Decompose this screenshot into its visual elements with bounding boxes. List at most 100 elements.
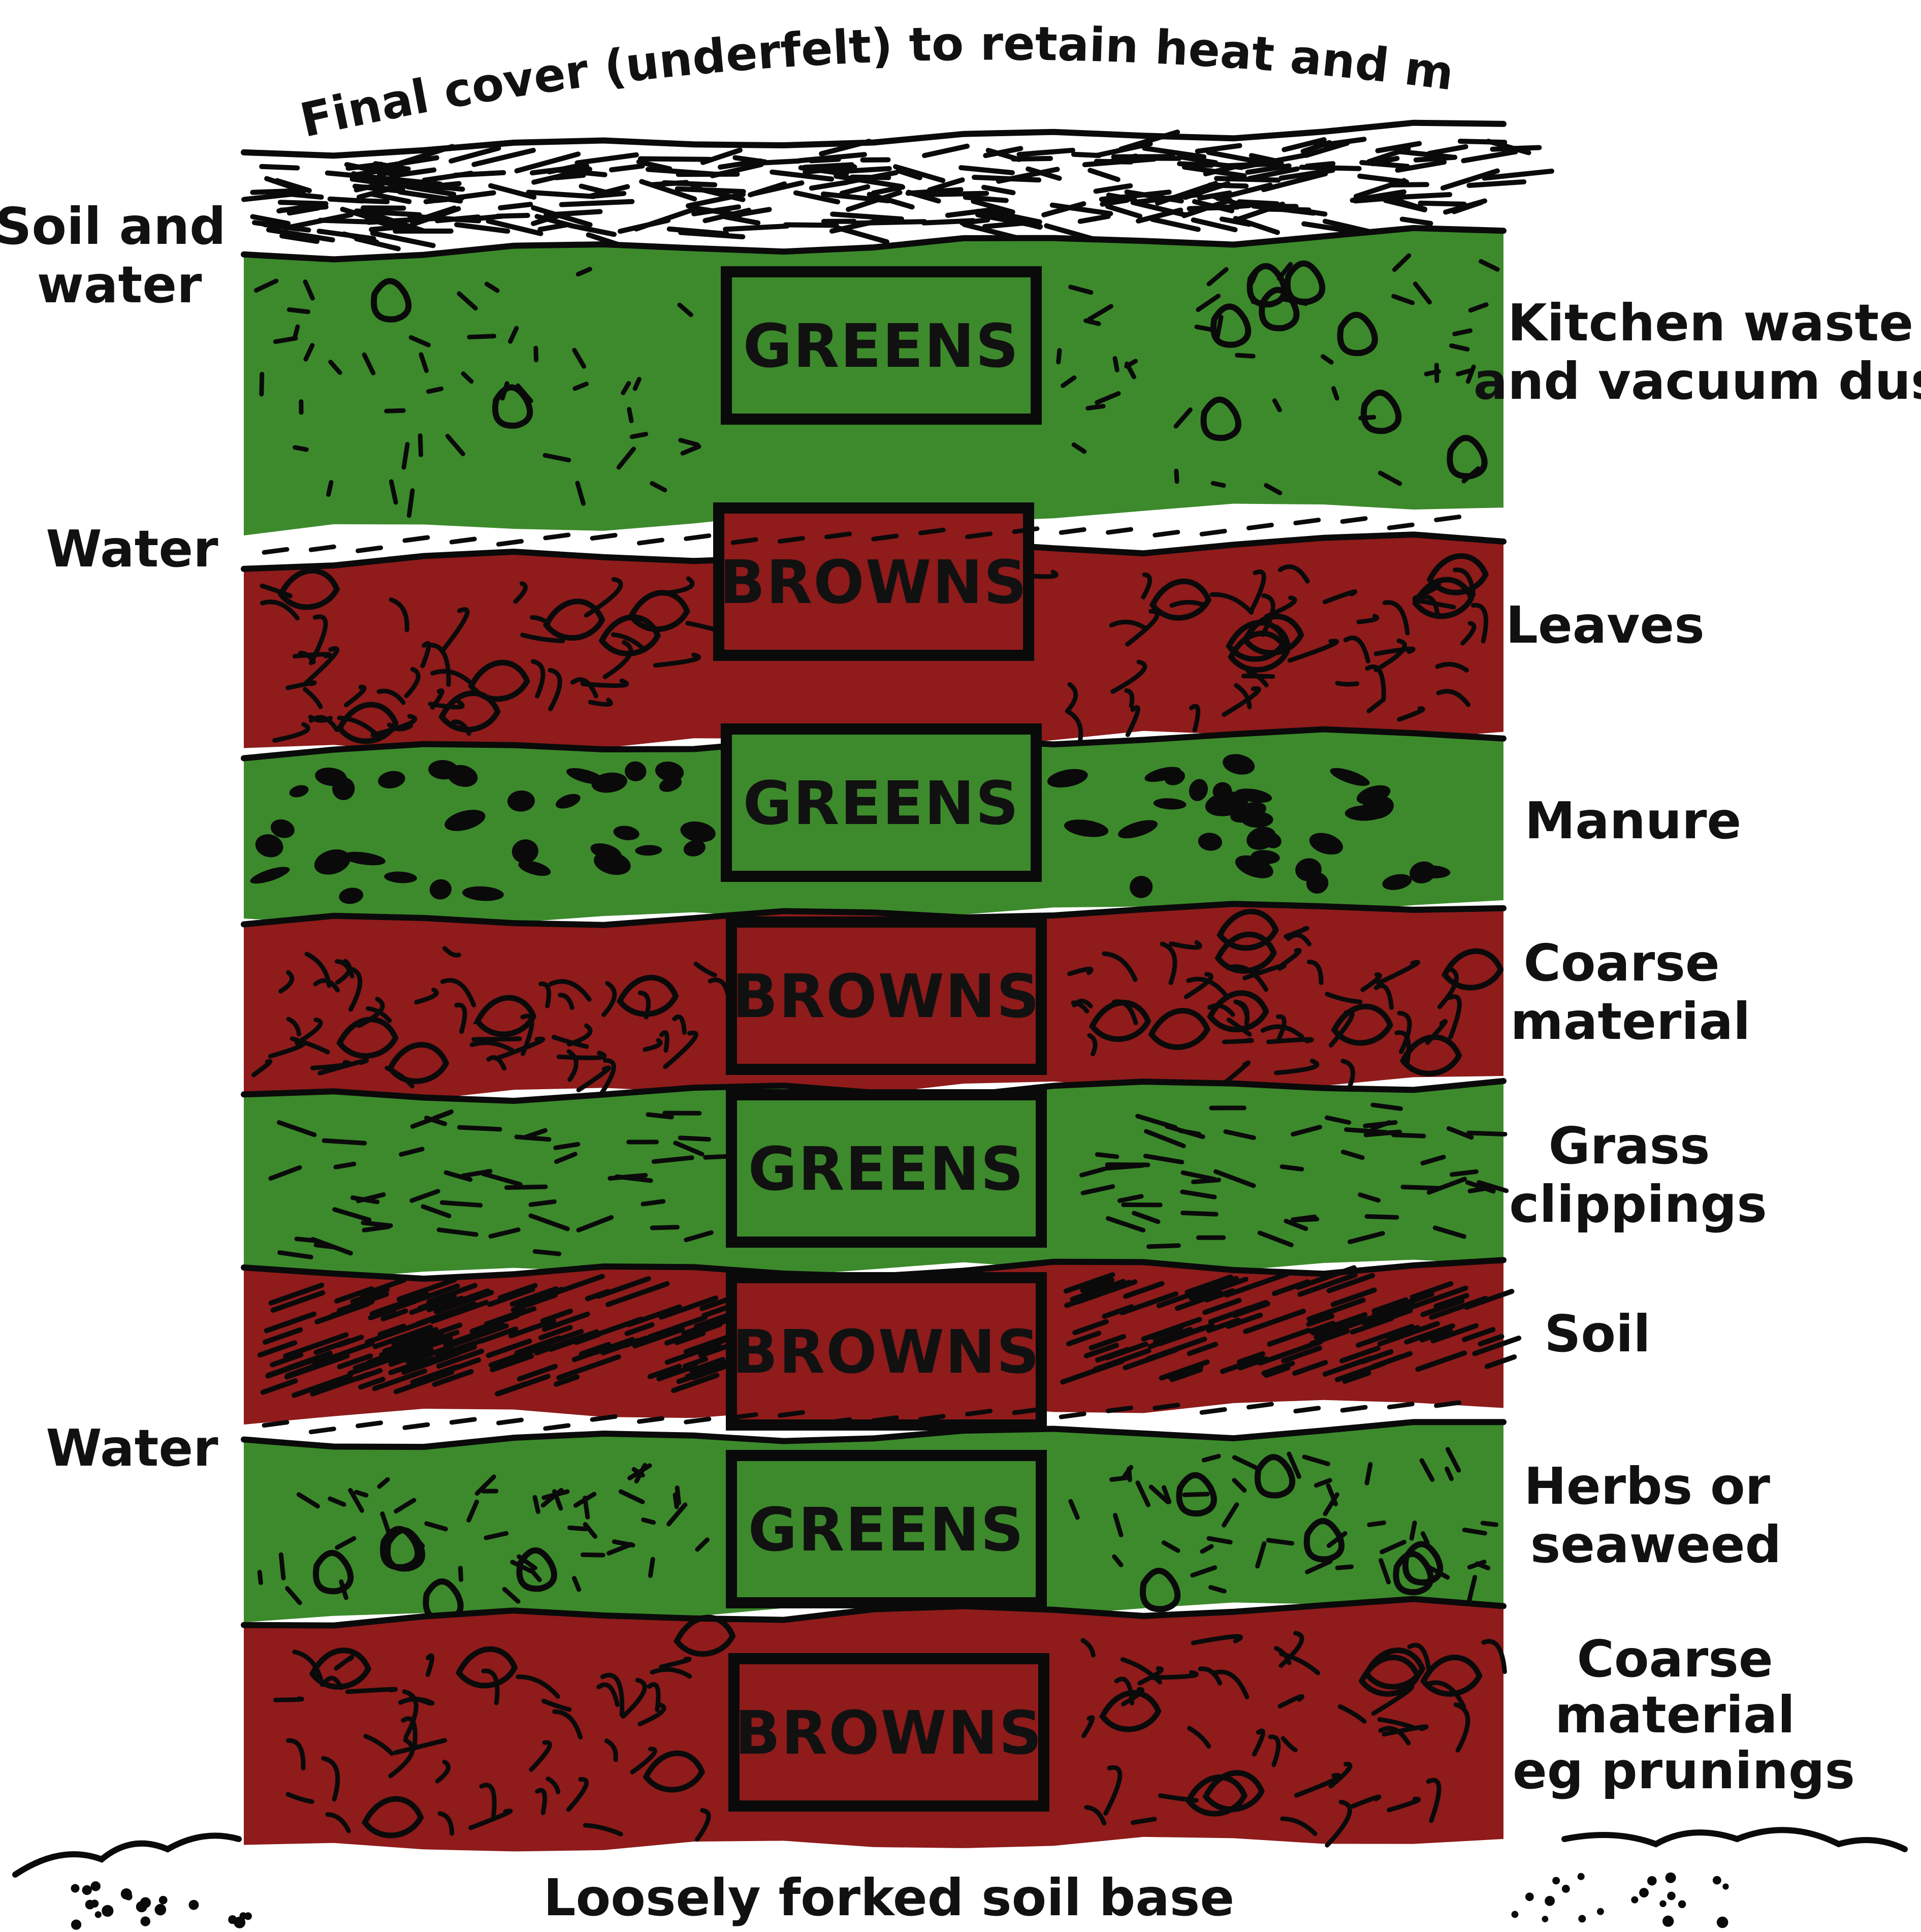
water-dash xyxy=(780,539,803,542)
water-dash xyxy=(1202,531,1225,534)
ground-dot xyxy=(1631,1896,1638,1904)
ground-dot xyxy=(95,1911,102,1918)
cover-scribble xyxy=(1420,203,1464,204)
layer-7-greens: GREENS xyxy=(244,1422,1503,1622)
ground-dot xyxy=(71,1884,79,1893)
grass-dash xyxy=(652,1227,677,1228)
grass-dash xyxy=(1393,1135,1424,1136)
manure-blob xyxy=(332,777,355,801)
layer-label-greens: GREENS xyxy=(748,1495,1025,1565)
grass-dash xyxy=(1149,1246,1179,1247)
soil-base-label: Loosely forked soil base xyxy=(543,1868,1234,1927)
ground-dot xyxy=(1545,1896,1555,1906)
twig-stroke xyxy=(474,1038,520,1039)
ground-dot xyxy=(1578,1873,1585,1880)
cover-scribble xyxy=(1469,182,1524,185)
cover-scribble xyxy=(562,202,632,205)
cover-scribble xyxy=(500,204,530,208)
grass-dash xyxy=(336,1164,354,1167)
scrap-dash xyxy=(629,409,631,421)
layer-label-box: BROWNS xyxy=(731,1278,1041,1425)
ground-dot xyxy=(82,1885,91,1895)
water-dash xyxy=(499,541,522,544)
scrap-dash xyxy=(295,327,298,336)
grass-dash xyxy=(1452,1171,1477,1175)
layer-5-greens: GREENS xyxy=(244,1081,1507,1281)
scrap-dash xyxy=(1088,406,1104,408)
grass-dash xyxy=(297,1239,316,1241)
grass-dash xyxy=(535,1251,559,1254)
water-dash xyxy=(920,1416,943,1419)
prunings-label: Coarse material eg prunings xyxy=(1513,1629,1855,1800)
ground-dot xyxy=(141,1916,150,1926)
cover-scribble xyxy=(786,225,837,226)
ground-dot xyxy=(1713,1876,1721,1885)
cover-scribble xyxy=(476,216,502,218)
scrap-dash xyxy=(650,1559,653,1575)
twig-stroke xyxy=(347,1689,395,1692)
cover-scribble xyxy=(330,199,363,201)
ground-dot xyxy=(1525,1892,1534,1901)
layer-label-box: GREENS xyxy=(726,729,1036,876)
grass-dash xyxy=(643,1201,663,1204)
grass-dash xyxy=(1282,1167,1302,1169)
scrap-dash xyxy=(535,1497,538,1512)
scrap-dash xyxy=(570,1528,586,1529)
scrap-dash xyxy=(1426,371,1438,374)
scrap-dash xyxy=(1213,483,1224,485)
grass-dash xyxy=(1097,1155,1116,1157)
twig-stroke xyxy=(295,654,329,656)
water-dash xyxy=(1436,1403,1459,1406)
scrap-dash xyxy=(289,310,308,312)
layer-label-browns: BROWNS xyxy=(719,547,1028,617)
water-dash xyxy=(1061,1414,1084,1417)
water-dash xyxy=(827,534,850,537)
water-dash xyxy=(358,1423,381,1426)
layer-6-browns: BROWNS xyxy=(244,1260,1519,1425)
grass-clippings-line-1: Grass xyxy=(1549,1116,1710,1176)
ground-dot xyxy=(71,1919,81,1929)
coarse-material-line-1: Coarse xyxy=(1523,933,1719,993)
water-dash xyxy=(733,1414,756,1417)
water-dash xyxy=(968,534,990,537)
scrap-dash xyxy=(1176,471,1177,482)
layer-2-browns: BROWNS xyxy=(244,508,1503,752)
water-dash xyxy=(1014,529,1037,532)
kitchen-waste-label: Kitchen waste and vacuum dust xyxy=(1474,293,1921,411)
water-dash xyxy=(1296,520,1319,523)
scrap-dash xyxy=(1369,1523,1384,1525)
layer-4-browns: BROWNS xyxy=(244,904,1503,1101)
layer-label-box: BROWNS xyxy=(734,1659,1044,1806)
water-dash xyxy=(592,1416,615,1419)
scrap-dash xyxy=(295,448,307,450)
cover-scribble xyxy=(1307,164,1333,166)
cover-scribble xyxy=(1390,184,1427,185)
kitchen-waste-line-1: Kitchen waste xyxy=(1508,293,1913,353)
cover-scribble xyxy=(664,183,715,185)
scrap-dash xyxy=(460,1568,461,1580)
ground-dot xyxy=(1667,1892,1676,1901)
water-dash xyxy=(1248,1404,1271,1407)
ground-dot xyxy=(1512,1911,1519,1918)
cover-scribble xyxy=(1074,154,1099,155)
water-dash xyxy=(1389,1404,1412,1407)
layer-label-box: BROWNS xyxy=(719,508,1029,655)
ground-dot xyxy=(1678,1901,1686,1908)
scrap-dash xyxy=(1086,321,1099,324)
prunings-line-1: Coarse xyxy=(1577,1629,1773,1689)
water-dash xyxy=(874,536,897,539)
cover-scribble xyxy=(920,194,986,195)
grass-clippings-line-2: clippings xyxy=(1509,1175,1767,1234)
grass-dash xyxy=(1403,1187,1439,1188)
twig-stroke xyxy=(1337,683,1357,684)
ground-dot xyxy=(159,1896,168,1905)
layer-label-browns: BROWNS xyxy=(732,1317,1040,1387)
layer-label-greens: GREENS xyxy=(743,768,1020,838)
water-dash xyxy=(874,1418,897,1421)
water-dash xyxy=(405,537,428,541)
water-dash xyxy=(1061,529,1084,532)
water-dash xyxy=(405,1424,428,1428)
scrap-dash xyxy=(1059,351,1060,362)
scrap-dash xyxy=(1483,1523,1496,1525)
